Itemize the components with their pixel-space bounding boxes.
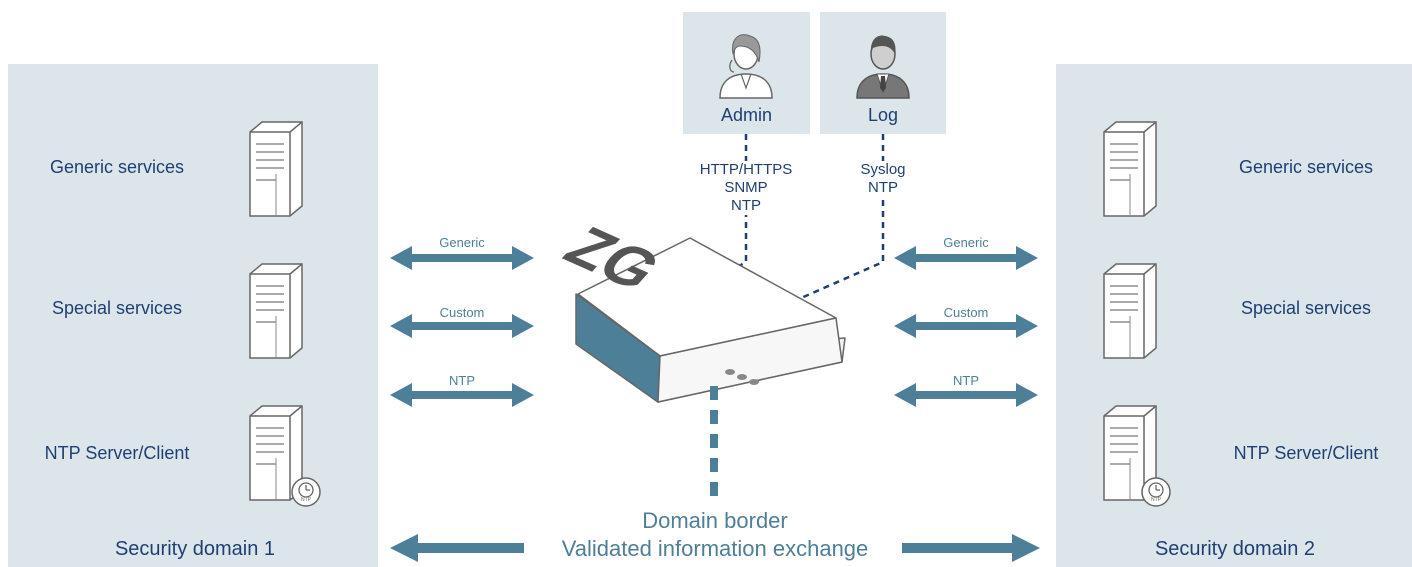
admin-person-icon [719,34,773,99]
log-label: Log [867,105,899,125]
log-panel [820,12,946,134]
log-protocol-item: Syslog [843,161,923,179]
left-ntp-server-label: NTP Server/Client [44,443,190,463]
domain-border-label: Domain border [642,508,788,533]
server-icon [1103,121,1157,217]
security-domain-1-title: Security domain 1 [114,538,276,560]
ntp-flow-label-left: NTP [449,373,475,388]
custom-flow-arrow-right [894,314,1038,338]
right-generic-services-label: Generic services [1238,157,1374,177]
server-icon [249,121,303,217]
admin-protocol-item: SNMP [676,179,816,197]
admin-panel [683,12,810,134]
clock-badge-label: NTP [1151,497,1162,503]
log-connection-line [791,134,885,304]
validated-exchange-label: Validated information exchange [561,536,869,561]
admin-protocol-item: NTP [676,197,816,215]
security-domain-2-title: Security domain 2 [1154,538,1316,560]
exchange-arrow-left [390,534,524,562]
clock-icon: NTP [291,477,321,507]
admin-label: Admin [720,105,773,125]
ntp-flow-arrow-left [390,383,534,407]
gateway-device: ZG [551,216,846,403]
right-special-services-label: Special services [1240,298,1372,318]
left-generic-services-label: Generic services [49,157,185,177]
custom-flow-arrow-left [390,314,534,338]
clock-badge-label: NTP [301,497,312,503]
exchange-arrow-right [902,534,1040,562]
log-protocols: Syslog NTP [843,161,923,197]
admin-protocols: HTTP/HTTPS SNMP NTP [676,161,816,215]
generic-flow-arrow-left [390,246,534,270]
clock-icon: NTP [1141,477,1171,507]
generic-flow-label-left: Generic [439,235,485,250]
custom-flow-label-right: Custom [943,305,989,320]
admin-protocol-item: HTTP/HTTPS [676,161,816,179]
ntp-flow-arrow-right [894,383,1038,407]
custom-flow-label-left: Custom [439,305,485,320]
server-icon [249,263,303,359]
log-protocol-item: NTP [843,179,923,197]
server-icon [1103,263,1157,359]
left-special-services-label: Special services [51,298,183,318]
generic-flow-arrow-right [894,246,1038,270]
right-ntp-server-label: NTP Server/Client [1233,443,1379,463]
ntp-flow-label-right: NTP [953,373,979,388]
log-person-icon [856,35,910,99]
generic-flow-label-right: Generic [943,235,989,250]
